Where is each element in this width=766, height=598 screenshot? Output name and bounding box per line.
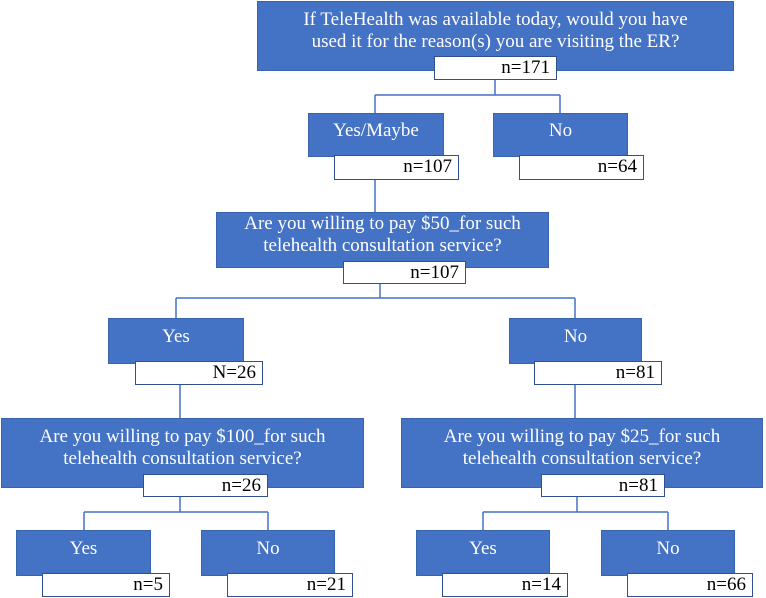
q1-question-line1: If TeleHealth was available today, would… bbox=[303, 9, 688, 31]
q2-yes-box: Yes bbox=[108, 318, 244, 364]
q3b-question-line2: telehealth consultation service? bbox=[462, 448, 702, 469]
q3b-no-label: No bbox=[656, 538, 680, 559]
q3a-count: n=26 bbox=[143, 474, 268, 497]
q3a-no-label: No bbox=[256, 538, 280, 559]
q3a-no-box: No bbox=[201, 530, 335, 576]
q3b-question-box: Are you willing to pay $25_for such tele… bbox=[401, 418, 763, 488]
q1-no-label: No bbox=[548, 120, 573, 141]
q3a-yes-box: Yes bbox=[16, 530, 151, 576]
q3b-yes-label: Yes bbox=[469, 538, 497, 559]
q3a-question-line2: telehealth consultation service? bbox=[63, 448, 302, 469]
q1-no-box: No bbox=[493, 113, 628, 157]
q2-no-count: n=81 bbox=[534, 361, 662, 385]
q1-no-count: n=64 bbox=[519, 155, 644, 180]
q3b-count: n=81 bbox=[541, 474, 665, 497]
q3a-no-count: n=21 bbox=[227, 573, 353, 597]
q3b-no-box: No bbox=[601, 530, 735, 576]
q3a-yes-label: Yes bbox=[69, 538, 98, 559]
q3b-no-count: n=66 bbox=[627, 573, 753, 597]
q2-question-line2: telehealth consultation service? bbox=[263, 235, 502, 256]
q1-yes-maybe-count: n=107 bbox=[334, 155, 459, 180]
q2-yes-count: N=26 bbox=[135, 361, 263, 385]
q2-no-box: No bbox=[509, 318, 642, 364]
q2-no-label: No bbox=[563, 326, 588, 347]
q3b-yes-box: Yes bbox=[416, 530, 550, 576]
q3a-question-line1: Are you willing to pay $100_for such bbox=[39, 426, 326, 448]
q1-question-line2: used it for the reason(s) you are visiti… bbox=[311, 31, 680, 52]
q1-count: n=171 bbox=[434, 56, 557, 80]
q3a-yes-count: n=5 bbox=[42, 573, 170, 597]
q2-yes-label: Yes bbox=[162, 326, 190, 347]
q1-yes-maybe-box: Yes/Maybe bbox=[308, 113, 444, 157]
q2-question-line1: Are you willing to pay $50_for such bbox=[244, 213, 521, 235]
q3b-yes-count: n=14 bbox=[442, 573, 568, 597]
q1-yes-maybe-label: Yes/Maybe bbox=[333, 120, 419, 141]
q2-question-box: Are you willing to pay $50_for such tele… bbox=[216, 212, 549, 268]
q3b-question-line1: Are you willing to pay $25_for such bbox=[443, 426, 721, 448]
q2-count: n=107 bbox=[343, 261, 466, 284]
